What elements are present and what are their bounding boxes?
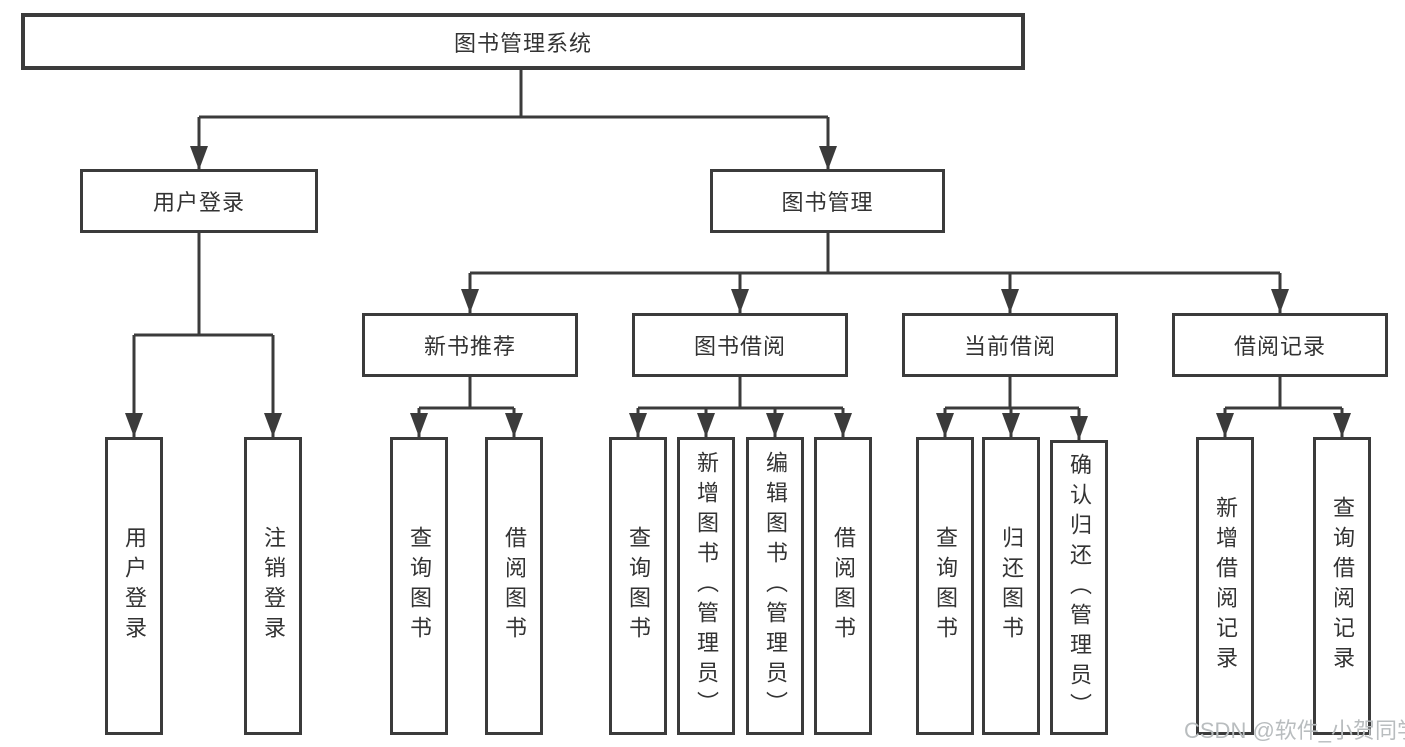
node-leaf-bb-add-label: 新增图书（管理员） bbox=[694, 451, 719, 721]
node-book-mgmt: 图书管理 bbox=[710, 169, 945, 233]
node-current-borrow-label: 当前借阅 bbox=[963, 334, 1056, 359]
node-leaf-rec-borrow-label: 借阅图书 bbox=[502, 526, 527, 646]
node-leaf-bb-query: 查询图书 bbox=[609, 437, 667, 735]
node-book-borrow-label: 图书借阅 bbox=[693, 334, 786, 359]
node-leaf-logout: 注销登录 bbox=[244, 437, 302, 735]
node-leaf-cb-return: 归还图书 bbox=[982, 437, 1040, 735]
node-leaf-bb-add: 新增图书（管理员） bbox=[677, 437, 735, 735]
node-root-label: 图书管理系统 bbox=[453, 30, 592, 56]
node-borrow-record: 借阅记录 bbox=[1172, 313, 1388, 377]
node-book-mgmt-label: 图书管理 bbox=[781, 190, 874, 215]
node-leaf-rec-query-label: 查询图书 bbox=[407, 526, 432, 646]
node-user-login: 用户登录 bbox=[80, 169, 318, 233]
node-leaf-bb-borrow-label: 借阅图书 bbox=[831, 526, 856, 646]
node-leaf-bb-query-label: 查询图书 bbox=[626, 526, 651, 646]
node-user-login-label: 用户登录 bbox=[152, 190, 245, 215]
node-leaf-bb-edit-label: 编辑图书（管理员） bbox=[763, 451, 788, 721]
node-leaf-cb-query-label: 查询图书 bbox=[933, 526, 958, 646]
node-borrow-record-label: 借阅记录 bbox=[1233, 334, 1326, 359]
node-current-borrow: 当前借阅 bbox=[902, 313, 1118, 377]
node-book-borrow: 图书借阅 bbox=[632, 313, 848, 377]
node-leaf-cb-return-label: 归还图书 bbox=[999, 526, 1024, 646]
connector-group bbox=[125, 70, 1351, 440]
node-leaf-user-login: 用户登录 bbox=[105, 437, 163, 735]
node-leaf-br-add: 新增借阅记录 bbox=[1196, 437, 1254, 735]
node-leaf-logout-label: 注销登录 bbox=[261, 526, 286, 646]
node-leaf-rec-borrow: 借阅图书 bbox=[485, 437, 543, 735]
node-root: 图书管理系统 bbox=[21, 13, 1025, 70]
csdn-watermark: CSDN @软件_小贺同学 bbox=[1184, 718, 1405, 743]
node-new-book-rec-label: 新书推荐 bbox=[423, 334, 516, 359]
node-leaf-cb-query: 查询图书 bbox=[916, 437, 974, 735]
node-leaf-rec-query: 查询图书 bbox=[390, 437, 448, 735]
node-leaf-br-query: 查询借阅记录 bbox=[1313, 437, 1371, 735]
node-leaf-bb-borrow: 借阅图书 bbox=[814, 437, 872, 735]
node-leaf-cb-confirm: 确认归还（管理员） bbox=[1050, 440, 1108, 735]
node-new-book-rec: 新书推荐 bbox=[362, 313, 578, 377]
node-leaf-bb-edit: 编辑图书（管理员） bbox=[746, 437, 804, 735]
node-leaf-cb-confirm-label: 确认归还（管理员） bbox=[1067, 452, 1092, 723]
node-leaf-br-add-label: 新增借阅记录 bbox=[1213, 496, 1238, 676]
node-leaf-user-login-label: 用户登录 bbox=[122, 526, 147, 646]
node-leaf-br-query-label: 查询借阅记录 bbox=[1330, 496, 1355, 676]
